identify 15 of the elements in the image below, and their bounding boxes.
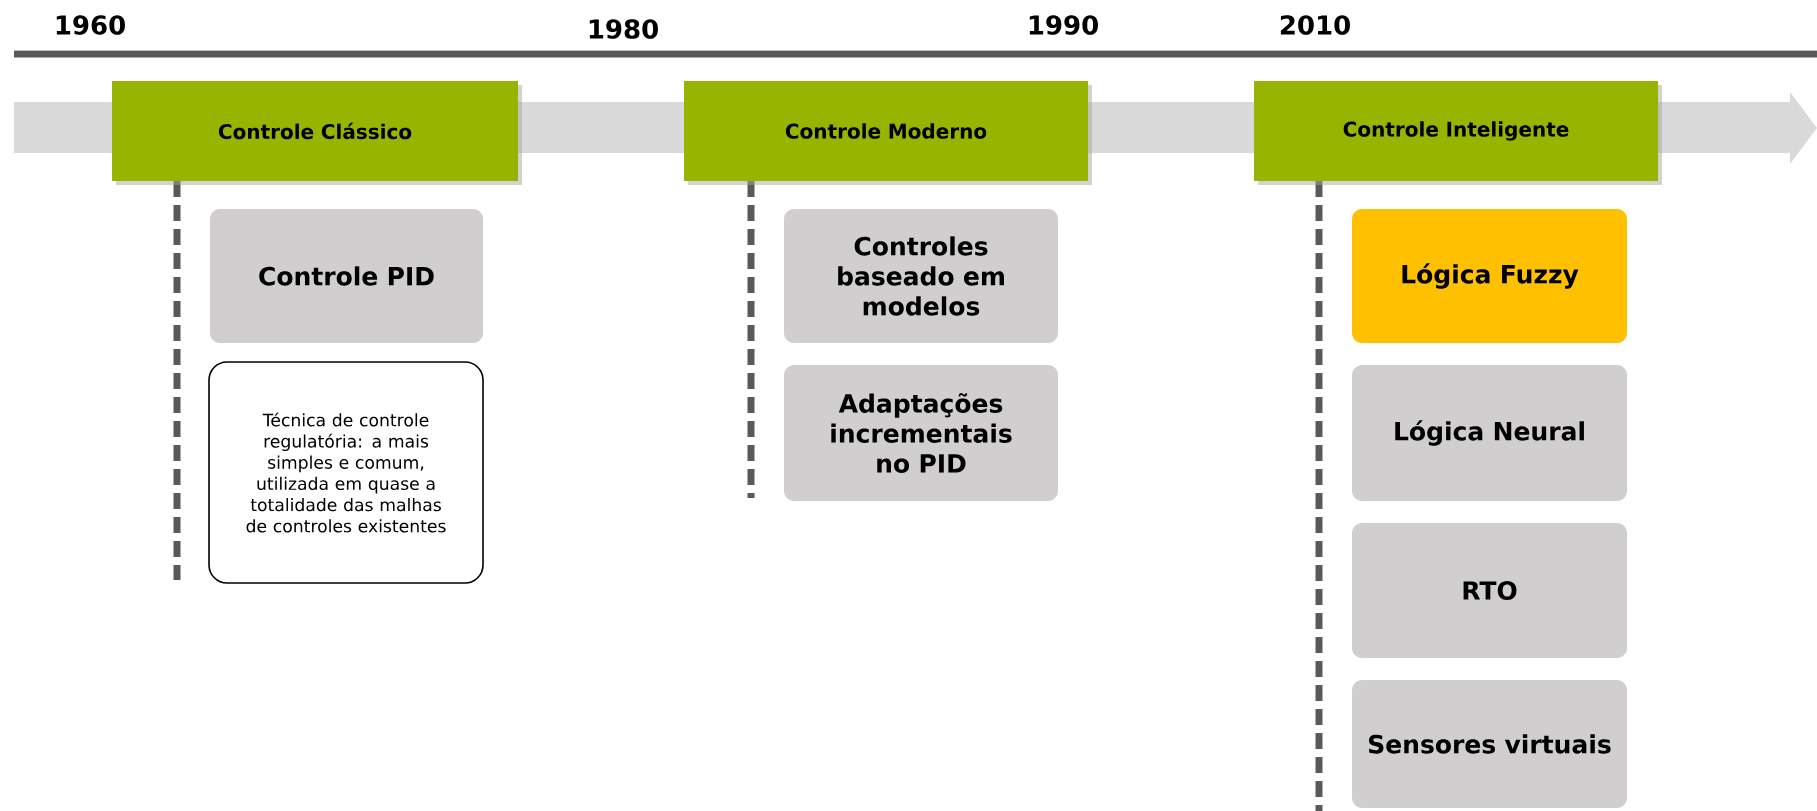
year-label: 1990 — [1029, 15, 1098, 35]
topic-box: Sensores virtuais — [1352, 680, 1627, 808]
description-box: Técnica de controle regulatória: a mais simples e comum, utilizada em quase a totalidade das malhas de controles existentes — [208, 361, 484, 584]
year-label: 2010 — [1280, 15, 1350, 35]
topic-box: Controle PID — [210, 209, 483, 343]
era-box: Controle Inteligente — [1254, 81, 1662, 185]
highlighted-box: Lógica Fuzzy — [1352, 209, 1627, 343]
era-box: Controle Clássico — [112, 81, 522, 185]
year-label: 1960 — [56, 15, 125, 35]
topic-box: Lógica Neural — [1352, 365, 1627, 501]
topic-box: Controles baseado em modelos — [784, 209, 1058, 343]
topic-box: Adaptações incrementais no PID — [784, 365, 1058, 501]
year-label: 1980 — [589, 19, 658, 39]
topic-box: RTO — [1352, 523, 1627, 658]
era-box: Controle Moderno — [684, 81, 1092, 185]
